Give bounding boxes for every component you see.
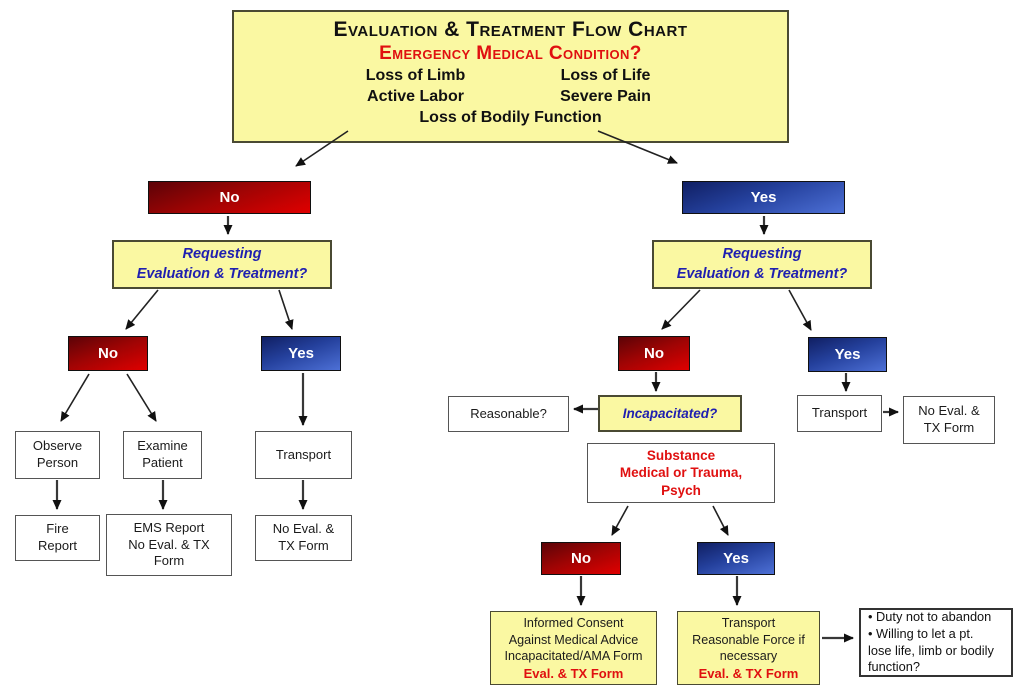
bottom-no-box: No <box>541 542 621 575</box>
condition-loss-of-limb: Loss of Limb <box>365 67 466 84</box>
substance-box: Substance Medical or Trauma, Psych <box>587 443 775 503</box>
examine-patient-box: Examine Patient <box>123 431 202 479</box>
chart-title: Evaluation & Treatment Flow Chart <box>333 18 688 41</box>
arrow-leftreq-to-yes <box>278 289 294 330</box>
left-requesting-question: Requesting Evaluation & Treatment? <box>136 245 308 282</box>
right-yes-box: Yes <box>682 181 845 214</box>
right-sub-yes-box: Yes <box>808 337 887 372</box>
fire-report-box: Fire Report <box>15 515 100 561</box>
ems-report-label: EMS Report No Eval. & TX Form <box>128 519 210 569</box>
informed-consent-box: Informed Consent Against Medical Advice … <box>490 611 657 685</box>
right-no-eval-box: No Eval. & TX Form <box>903 396 995 444</box>
arrow-substance-to-yes <box>712 505 729 536</box>
ems-report-box: EMS Report No Eval. & TX Form <box>106 514 232 576</box>
substance-label: Substance Medical or Trauma, Psych <box>619 447 743 498</box>
left-requesting-box: Requesting Evaluation & Treatment? <box>112 240 332 289</box>
fire-report-label: Fire Report <box>37 521 78 553</box>
right-requesting-box: Requesting Evaluation & Treatment? <box>652 240 872 289</box>
emergency-question: Emergency Medical Condition? <box>379 43 642 64</box>
bottom-yes-box: Yes <box>697 542 775 575</box>
arrow-rightreq-to-no <box>661 289 701 330</box>
observe-person-label: Observe Person <box>32 438 83 470</box>
observe-person-box: Observe Person <box>15 431 100 479</box>
left-sub-yes-box: Yes <box>261 336 341 371</box>
condition-row-2: Active Labor Severe Pain <box>321 86 701 107</box>
condition-severe-pain: Severe Pain <box>560 88 651 105</box>
left-no-eval-box: No Eval. & TX Form <box>255 515 352 561</box>
arrow-rightreq-to-yes <box>788 289 812 331</box>
left-transport-box: Transport <box>255 431 352 479</box>
arrow-no-to-observe <box>60 373 90 422</box>
condition-row-1: Loss of Limb Loss of Life <box>321 65 701 86</box>
left-transport-label: Transport <box>275 446 332 462</box>
right-transport-label: Transport <box>811 405 868 421</box>
transport-force-form: Eval. & TX Form <box>698 665 799 681</box>
left-no-box: No <box>148 181 311 214</box>
right-transport-box: Transport <box>797 395 882 432</box>
informed-consent-form: Eval. & TX Form <box>523 665 624 681</box>
transport-force-body: Transport Reasonable Force if necessary <box>692 616 805 664</box>
arrow-no-to-examine <box>126 373 157 422</box>
left-no-eval-label: No Eval. & TX Form <box>272 521 335 553</box>
transport-force-box: Transport Reasonable Force if necessary … <box>677 611 820 685</box>
right-sub-no-box: No <box>618 336 690 371</box>
incapacitated-label: Incapacitated? <box>622 406 718 421</box>
arrow-substance-to-no <box>611 505 629 536</box>
reasonable-box: Reasonable? <box>448 396 569 432</box>
condition-active-labor: Active Labor <box>367 88 464 105</box>
emergency-condition-box: Evaluation & Treatment Flow Chart Emerge… <box>232 10 789 143</box>
informed-consent-body: Informed Consent Against Medical Advice … <box>504 616 643 664</box>
right-no-eval-label: No Eval. & TX Form <box>918 403 980 435</box>
right-requesting-question: Requesting Evaluation & Treatment? <box>676 245 848 282</box>
arrow-leftreq-to-no <box>125 289 159 330</box>
left-sub-no-box: No <box>68 336 148 371</box>
reasonable-label: Reasonable? <box>470 405 547 421</box>
incapacitated-box: Incapacitated? <box>598 395 742 432</box>
condition-loss-of-bodily-function: Loss of Bodily Function <box>419 109 602 126</box>
examine-patient-label: Examine Patient <box>137 438 188 470</box>
condition-loss-of-life: Loss of Life <box>560 67 651 84</box>
duty-box: • Duty not to abandon • Willing to let a… <box>859 608 1013 677</box>
